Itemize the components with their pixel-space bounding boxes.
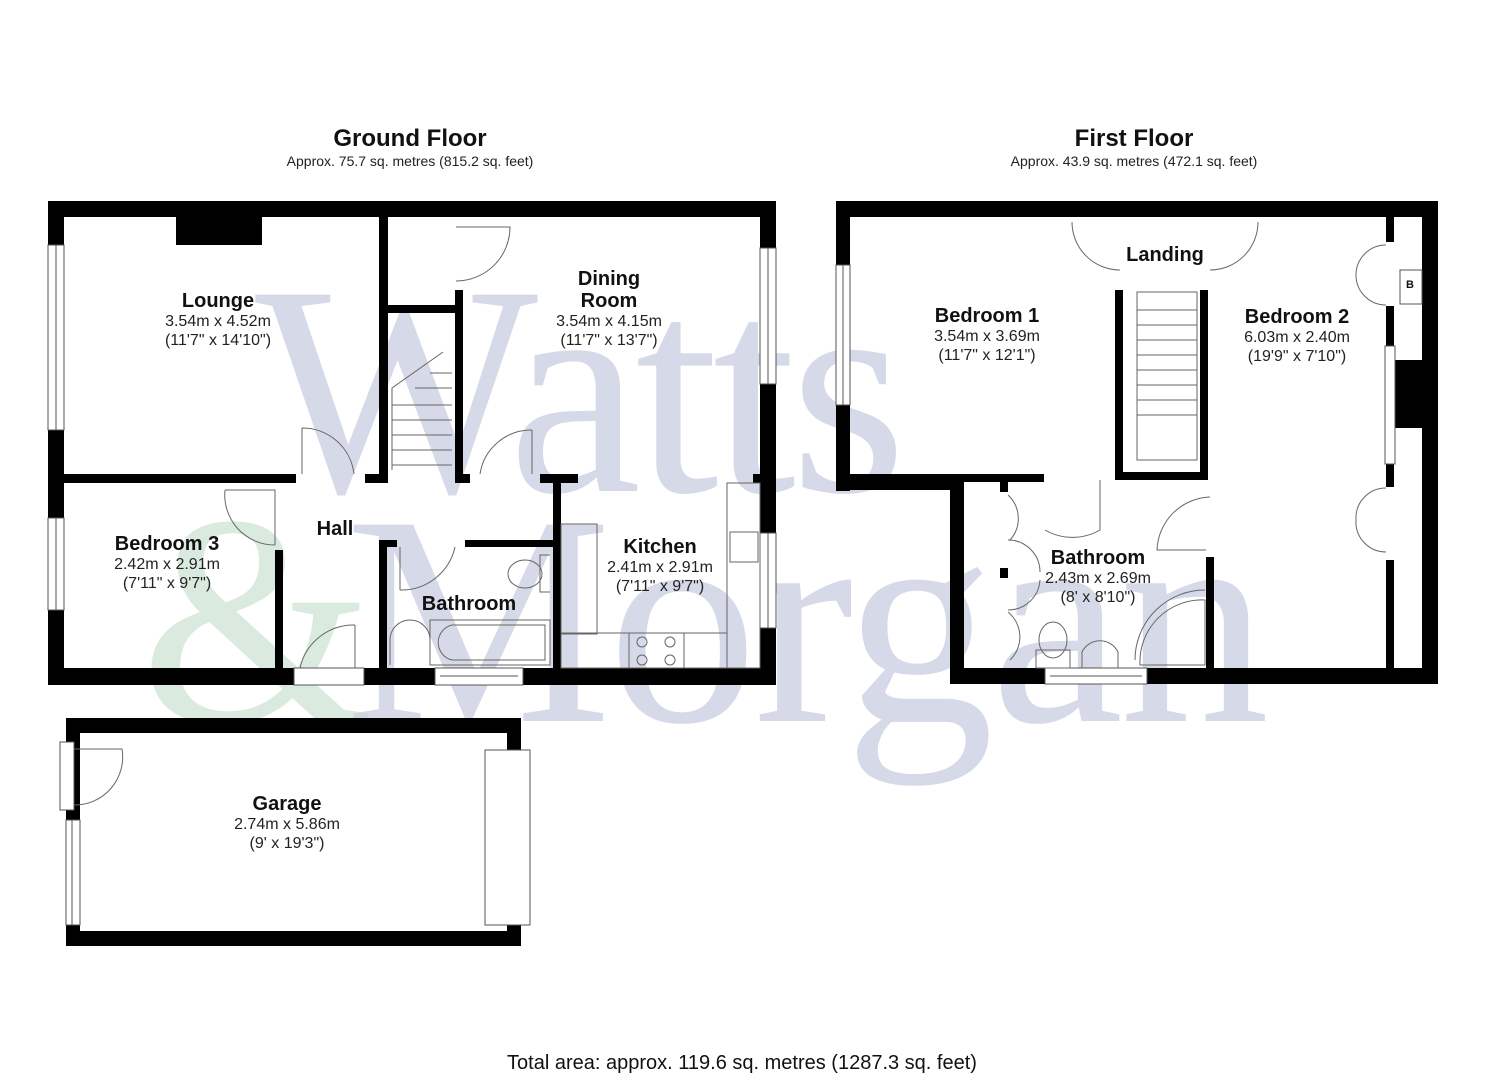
room-metric: 2.74m x 5.86m: [234, 816, 340, 833]
ground-floor-heading: Ground Floor Approx. 75.7 sq. metres (81…: [287, 126, 534, 170]
room-name: Lounge: [181, 290, 255, 312]
room-name-line2: Room: [580, 290, 638, 312]
first-floor-fixtures: [1007, 221, 1387, 669]
ground-floor-area: Approx. 75.7 sq. metres (815.2 sq. feet): [286, 153, 534, 169]
room-name: Garage: [252, 793, 322, 815]
room-name: Landing: [1126, 244, 1204, 266]
room-first-bathroom: Bathroom 2.43m x 2.69m (8' x 8'10"): [1045, 547, 1151, 607]
first-floor-title: First Floor: [1074, 125, 1194, 152]
room-metric: 2.42m x 2.91m: [114, 556, 220, 573]
room-kitchen: Kitchen 2.41m x 2.91m (7'11" x 9'7"): [607, 536, 713, 596]
room-metric: 6.03m x 2.40m: [1244, 329, 1350, 346]
ground-floor-fixtures: [224, 226, 761, 669]
room-imperial: (8' x 8'10"): [1060, 589, 1136, 606]
room-ground-bathroom: Bathroom: [422, 593, 516, 615]
room-bedroom-3: Bedroom 3 2.42m x 2.91m (7'11" x 9'7"): [114, 533, 220, 593]
room-name: Kitchen: [623, 536, 697, 558]
room-imperial: (9' x 19'3"): [249, 835, 325, 852]
ground-floor-walls: [48, 201, 776, 685]
room-landing: Landing: [1126, 244, 1204, 266]
room-name: Hall: [316, 518, 354, 540]
room-metric: 2.43m x 2.69m: [1045, 570, 1151, 587]
boiler-label: B: [1406, 279, 1414, 291]
room-name: Bathroom: [421, 593, 517, 615]
room-imperial: (11'7" x 13'7"): [560, 332, 658, 349]
room-imperial: (7'11" x 9'7"): [615, 578, 705, 595]
room-imperial: (11'7" x 12'1"): [938, 347, 1036, 364]
total-area: Total area: approx. 119.6 sq. metres (12…: [507, 1052, 977, 1074]
room-bedroom-1: Bedroom 1 3.54m x 3.69m (11'7" x 12'1"): [934, 305, 1040, 365]
room-name: Bathroom: [1050, 547, 1146, 569]
room-bedroom-2: Bedroom 2 6.03m x 2.40m (19'9" x 7'10"): [1244, 306, 1350, 366]
room-metric: 2.41m x 2.91m: [607, 559, 713, 576]
ground-floor-openings: [47, 244, 777, 686]
room-dining-room: Dining Room 3.54m x 4.15m (11'7" x 13'7"…: [556, 268, 662, 350]
room-name-line1: Dining: [577, 268, 641, 290]
room-name: Bedroom 1: [934, 305, 1040, 327]
room-name: Bedroom 2: [1244, 306, 1350, 328]
first-floor-heading: First Floor Approx. 43.9 sq. metres (472…: [1011, 126, 1258, 170]
room-imperial: (7'11" x 9'7"): [122, 575, 212, 592]
room-imperial: (11'7" x 14'10"): [164, 332, 272, 349]
garage-openings: [59, 741, 531, 926]
first-floor-area: Approx. 43.9 sq. metres (472.1 sq. feet): [1010, 153, 1258, 169]
room-imperial: (19'9" x 7'10"): [1247, 348, 1347, 365]
room-lounge: Lounge 3.54m x 4.52m (11'7" x 14'10"): [165, 290, 271, 350]
garage-door-swing: [73, 748, 124, 806]
room-garage: Garage 2.74m x 5.86m (9' x 19'3"): [234, 793, 340, 853]
room-hall: Hall: [317, 518, 354, 540]
room-metric: 3.54m x 4.15m: [556, 313, 662, 330]
first-floor-openings: [835, 264, 1423, 685]
room-metric: 3.54m x 3.69m: [934, 328, 1040, 345]
ground-floor-title: Ground Floor: [333, 125, 487, 152]
room-metric: 3.54m x 4.52m: [165, 313, 271, 330]
room-name: Bedroom 3: [114, 533, 220, 555]
